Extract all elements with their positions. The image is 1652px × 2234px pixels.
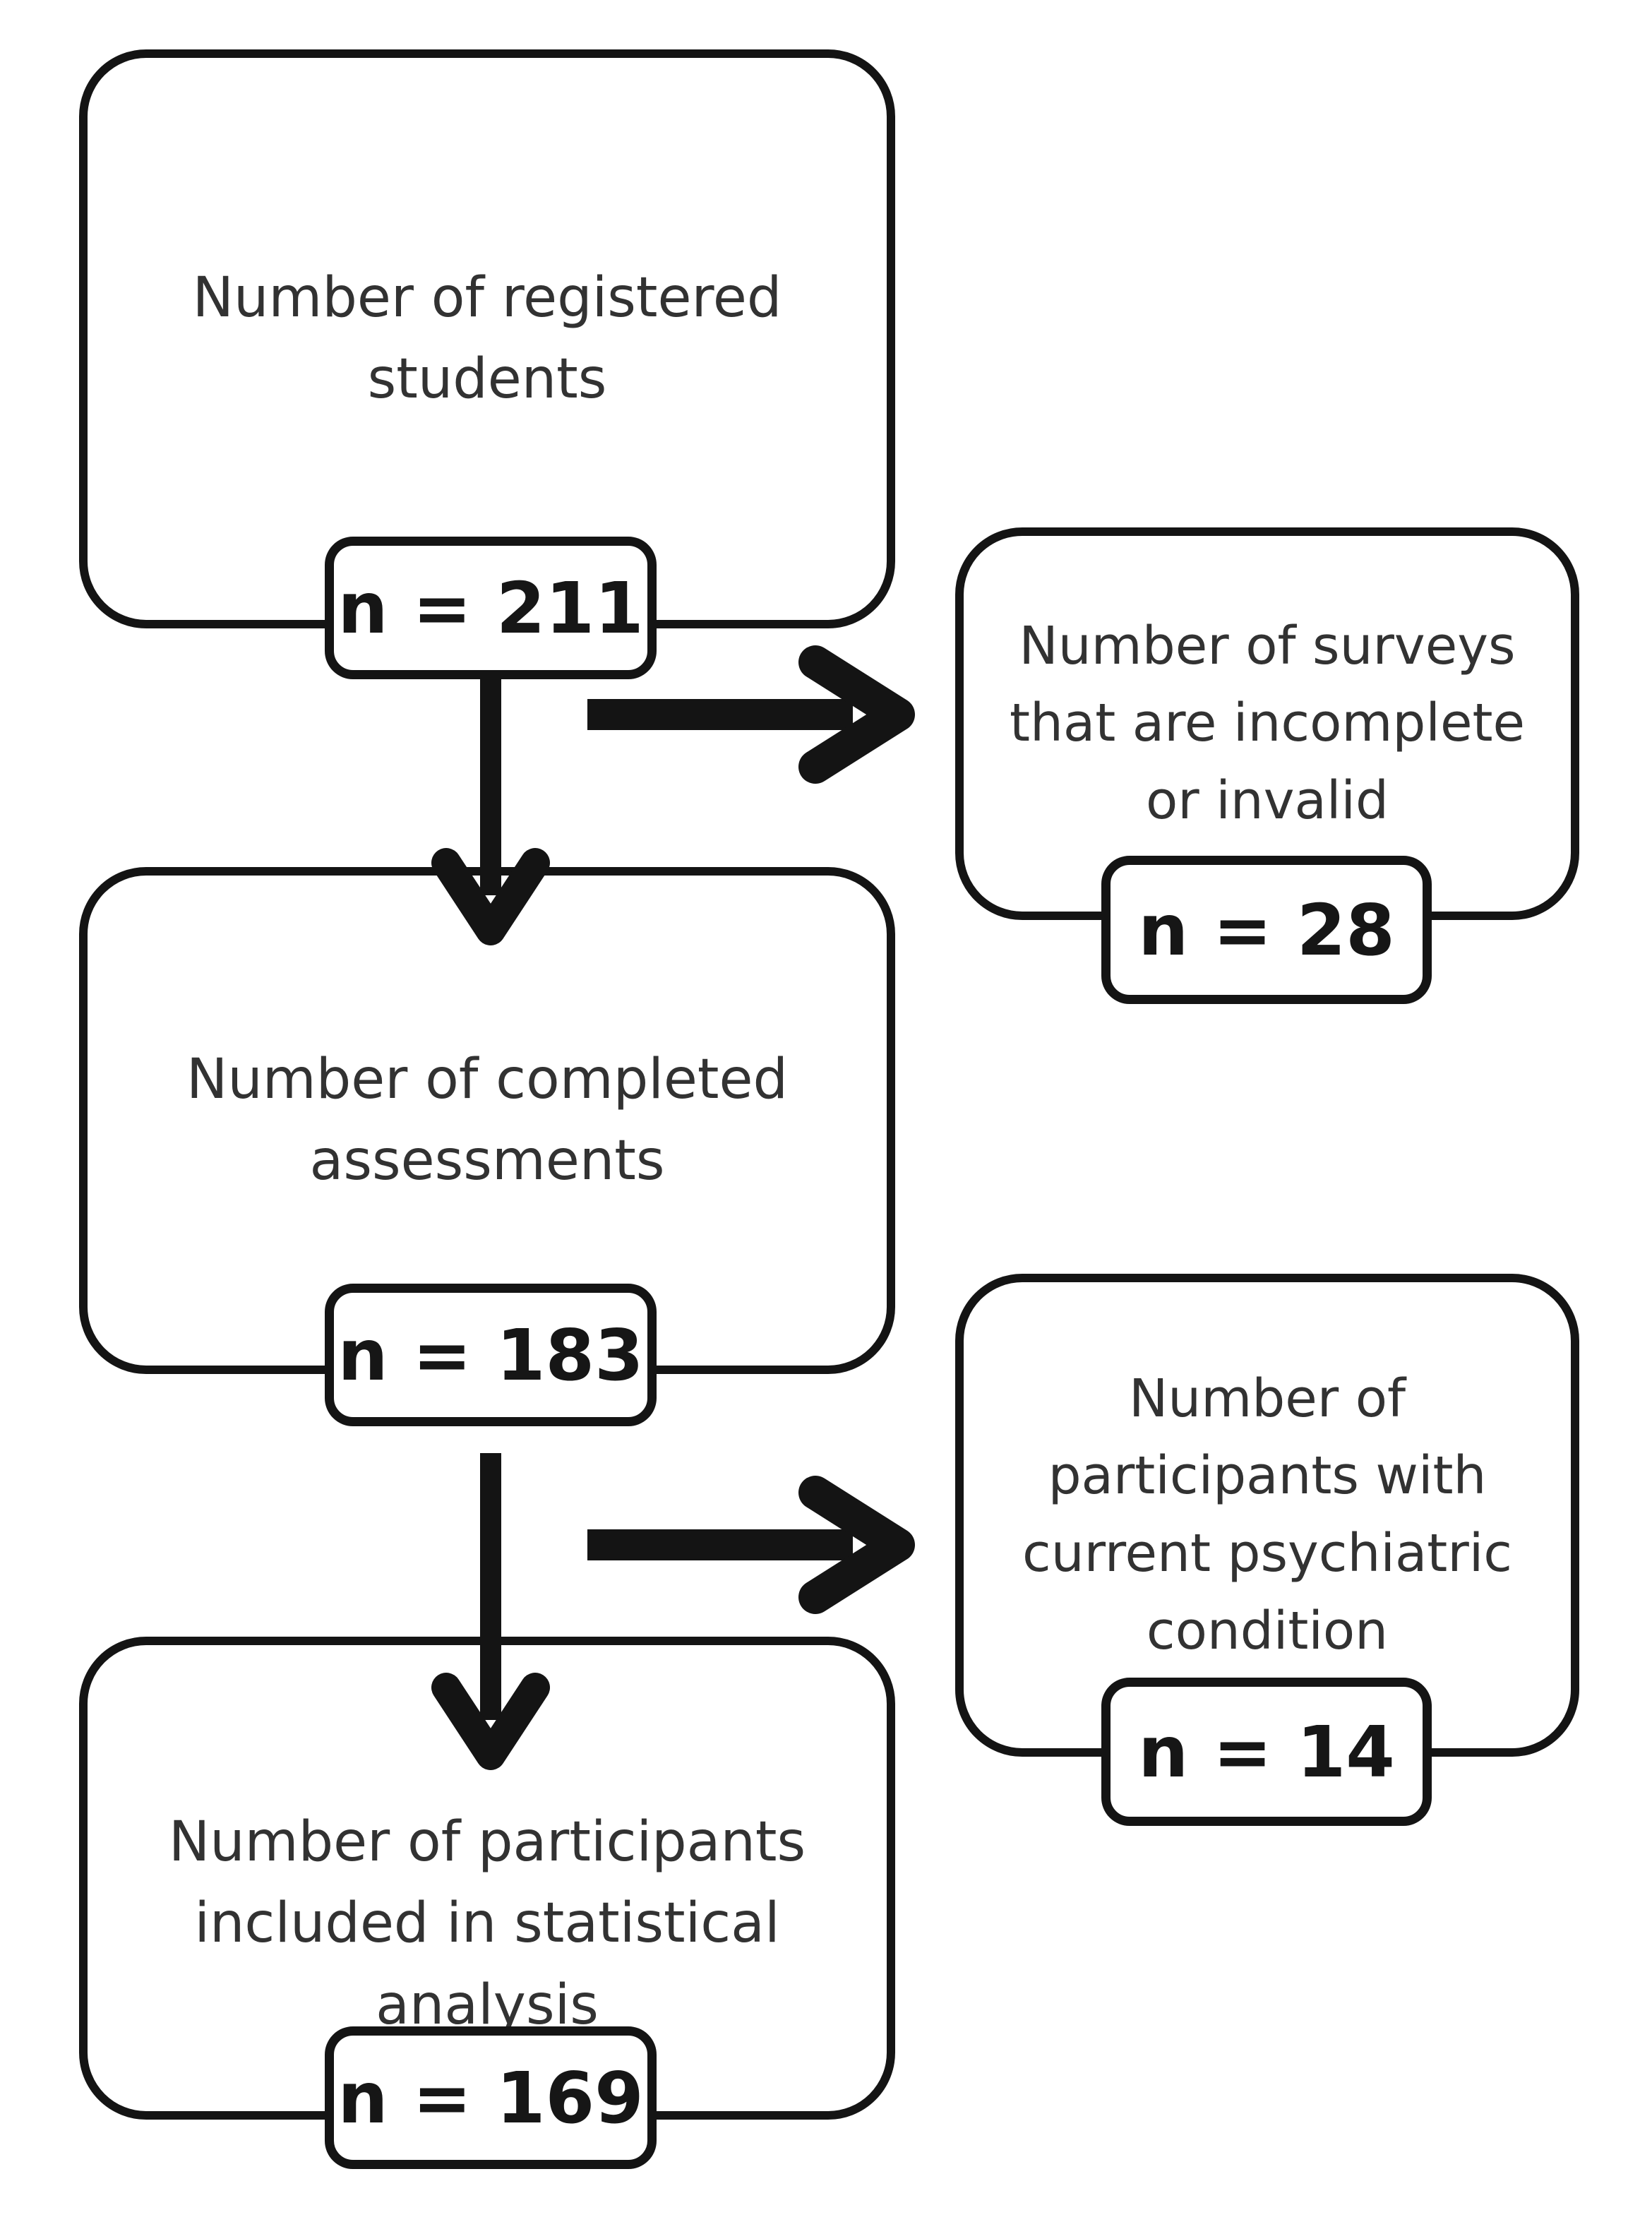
flow-box-label: Number of completed assessments: [186, 1047, 788, 1193]
flow-box-registered-students: Number of registered students: [79, 49, 895, 628]
flow-box-label: Number of participants included in stati…: [168, 1810, 806, 2037]
count-badge-completed-assessments: n = 183: [325, 1284, 657, 1426]
count-badge-registered-students: n = 211: [325, 537, 657, 679]
flow-box-label: Number of surveys that are incomplete or…: [1009, 615, 1526, 831]
flow-box-label: Number of participants with current psyc…: [1022, 1368, 1512, 1661]
count-badge-psychiatric-condition: n = 14: [1101, 1678, 1432, 1826]
flow-box-psychiatric-condition: Number of participants with current psyc…: [955, 1274, 1579, 1757]
flow-box-label: Number of registered students: [192, 265, 782, 411]
arrow-right-completed-to-psychiatric: [587, 1476, 915, 1614]
flow-box-incomplete-surveys: Number of surveys that are incomplete or…: [955, 527, 1579, 920]
count-badge-statistical-analysis: n = 169: [325, 2026, 657, 2169]
count-badge-incomplete-surveys: n = 28: [1101, 856, 1432, 1004]
